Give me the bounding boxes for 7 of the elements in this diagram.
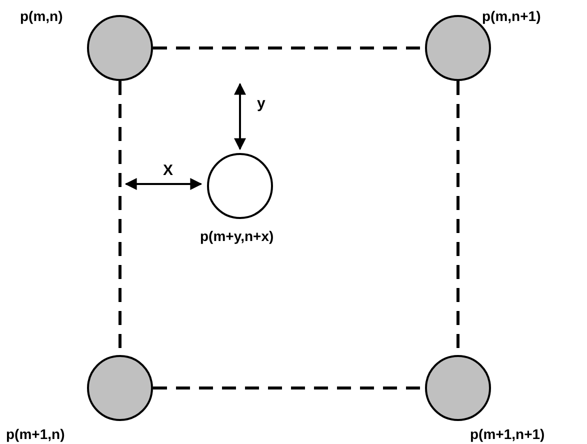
dimension-label: y bbox=[257, 96, 266, 112]
point-label: p(m,n) bbox=[20, 8, 63, 24]
point-label: p(m+y,n+x) bbox=[200, 228, 274, 244]
point-label: p(m,n+1) bbox=[482, 8, 541, 24]
dimension-label: X bbox=[163, 163, 174, 179]
point-label: p(m+1,n+1) bbox=[470, 426, 545, 442]
point-label: p(m+1,n) bbox=[6, 426, 65, 442]
